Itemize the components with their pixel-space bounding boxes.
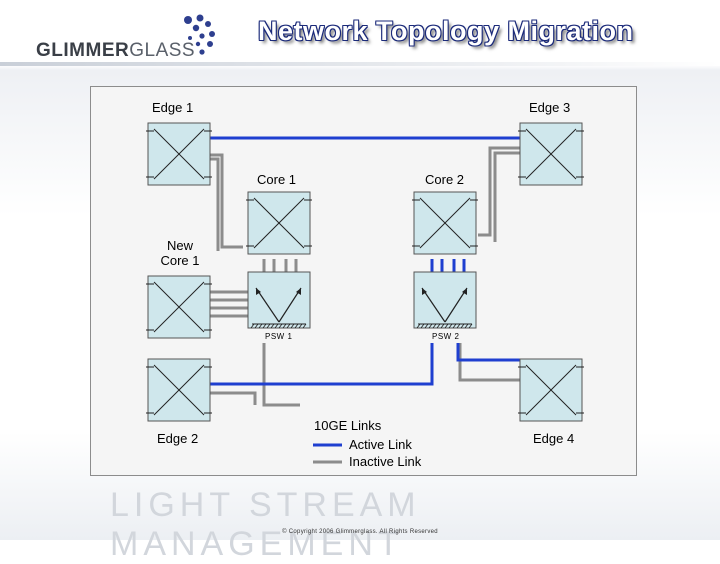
label-core2: Core 2	[425, 172, 465, 187]
copyright-text: © Copyright 2006 Glimmerglass. All Right…	[282, 529, 438, 535]
switch-core2	[411, 191, 479, 255]
label-edge1: Edge 1	[152, 100, 194, 115]
legend-title: 10GE Links	[314, 418, 382, 433]
page-title: Network Topology Migration	[258, 16, 634, 46]
switch-edge1	[145, 122, 213, 186]
inactive-link-edge1-core1-b	[210, 157, 220, 251]
label-psw1: PSW 1	[265, 332, 293, 341]
label-edge3: Edge 3	[529, 100, 571, 115]
label-new-core1: New Core 1	[160, 238, 200, 268]
active-link-edge2-psw2	[210, 343, 434, 386]
switch-new-core1	[145, 275, 213, 339]
inactive-link-edge3-core2	[478, 146, 520, 237]
active-links	[210, 136, 520, 386]
label-edge4: Edge 4	[533, 431, 575, 446]
topology-diagram	[145, 122, 585, 464]
inactive-link-edge3-core2-b	[493, 151, 520, 242]
switch-edge3	[517, 122, 585, 186]
logo-text: GLIMMERGLASS	[36, 40, 196, 61]
legend-active-label: Active Link	[349, 437, 412, 452]
inactive-link-edge1-core1	[210, 153, 243, 249]
inactive-link-psw2-edge4	[458, 343, 520, 382]
watermark-text: LIGHT STREAM MANAGEMENT	[110, 486, 421, 563]
logo-icon	[184, 14, 215, 55]
psw2-switch	[413, 271, 477, 329]
header	[0, 0, 720, 64]
switch-edge2	[145, 358, 213, 422]
label-edge2: Edge 2	[157, 431, 199, 446]
inactive-link-edge2-b	[200, 391, 257, 405]
label-psw2: PSW 2	[432, 332, 460, 341]
inactive-links	[200, 146, 520, 407]
switch-core1	[245, 191, 313, 255]
active-link-psw2-edge4	[456, 343, 520, 362]
header-divider	[0, 62, 720, 66]
label-core1: Core 1	[257, 172, 297, 187]
legend-inactive-label: Inactive Link	[349, 454, 422, 469]
switch-edge4	[517, 358, 585, 422]
inactive-link-psw1-edge2	[262, 343, 300, 407]
psw1-switch	[247, 271, 311, 329]
